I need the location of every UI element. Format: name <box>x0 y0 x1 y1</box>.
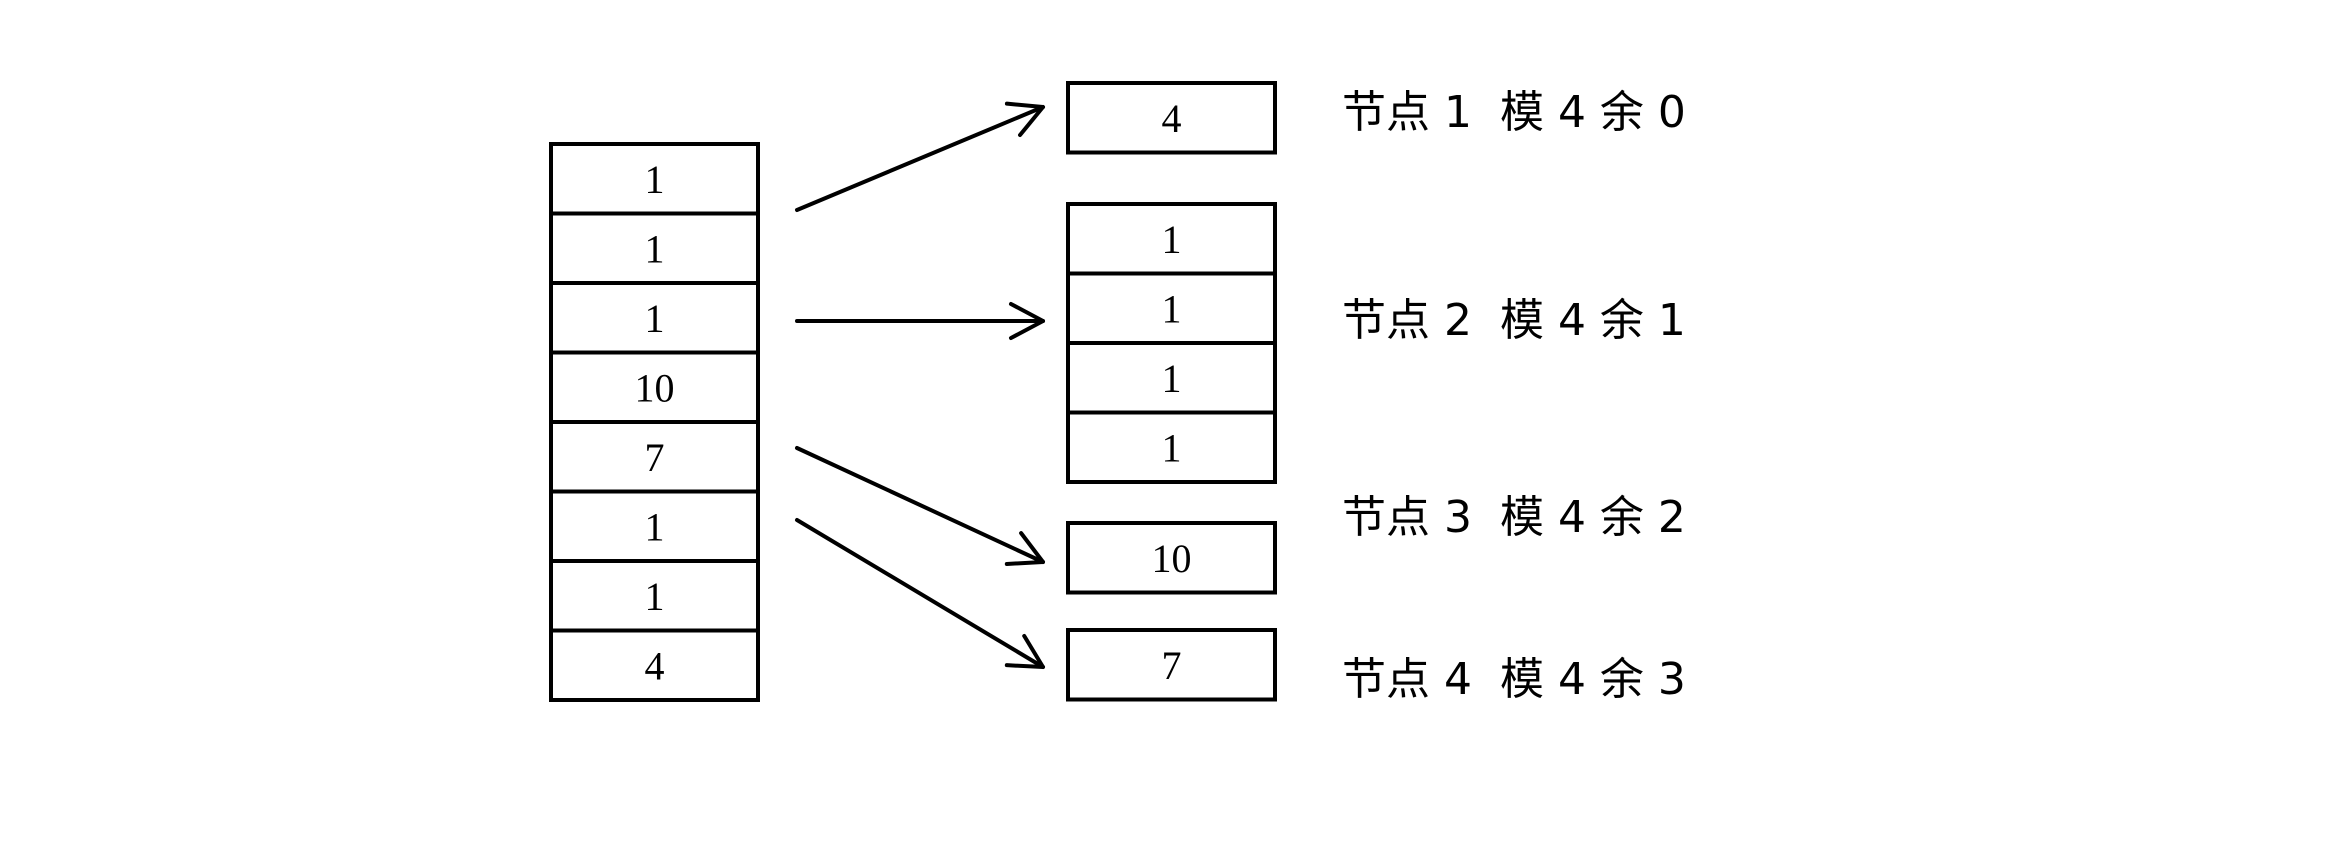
node-label-1: 节点 1 模 4 余 0 <box>1342 87 1686 138</box>
bucket-cell-value: 10 <box>1152 536 1192 581</box>
bucket-cell-box <box>1066 410 1277 484</box>
arrow-3 <box>795 446 1045 566</box>
input-cell-value: 1 <box>645 296 665 341</box>
bucket-2: 1 1 1 1 <box>1066 202 1277 484</box>
node-labels: 节点 1 模 4 余 0 节点 2 模 4 余 1 节点 3 模 4 余 2 节点 4… <box>1342 87 1686 705</box>
input-cell: 4 <box>549 628 760 702</box>
bucket-cell-value: 4 <box>1162 96 1182 141</box>
bucket-1: 4 <box>1066 81 1277 155</box>
input-cell-value: 1 <box>645 226 665 271</box>
bucket-cell-value: 7 <box>1162 643 1182 688</box>
bucket-cell-box <box>1066 81 1277 155</box>
bucket-cell-box <box>1066 628 1277 702</box>
input-cell-box <box>549 350 760 424</box>
arrow-1 <box>795 101 1045 212</box>
input-cell-value: 1 <box>645 574 665 619</box>
bucket-cell-box <box>1066 202 1277 276</box>
input-cell: 1 <box>549 281 760 355</box>
input-cell: 10 <box>549 350 760 424</box>
input-cell-value: 4 <box>645 643 665 688</box>
input-cell: 1 <box>549 142 760 216</box>
bucket-3: 10 <box>1066 521 1277 595</box>
arrow-shaft <box>795 105 1045 212</box>
bucket-column: 4 1 1 1 1 10 7 <box>1066 81 1277 702</box>
arrow-head <box>1004 101 1045 138</box>
bucket-cell-value: 1 <box>1162 356 1182 401</box>
node-label-3: 节点 3 模 4 余 2 <box>1342 492 1686 543</box>
arrow-4 <box>795 518 1045 669</box>
input-cell-value: 1 <box>645 157 665 202</box>
bucket-cell-box <box>1066 271 1277 345</box>
input-column: 1 1 1 10 7 1 1 4 <box>549 142 760 702</box>
bucket-cell-value: 1 <box>1162 217 1182 262</box>
input-cell: 1 <box>549 559 760 633</box>
arrow-head <box>1004 633 1045 669</box>
input-cell-value: 10 <box>635 365 675 410</box>
arrows <box>795 101 1045 669</box>
input-cell: 7 <box>549 420 760 494</box>
input-cell-box <box>549 628 760 702</box>
bucket-cell-box <box>1066 521 1277 595</box>
bucket-cell-value: 1 <box>1162 425 1182 470</box>
arrow-shaft <box>795 518 1045 669</box>
bucket-cell-box <box>1066 341 1277 415</box>
input-cell-value: 7 <box>645 435 665 480</box>
input-cell: 1 <box>549 489 760 563</box>
bucket-cell-value: 1 <box>1162 286 1182 331</box>
arrow-head <box>1009 302 1045 340</box>
node-label-4: 节点 4 模 4 余 3 <box>1342 654 1686 705</box>
input-cell-value: 1 <box>645 504 665 549</box>
input-cell-box <box>549 489 760 563</box>
input-cell: 1 <box>549 211 760 285</box>
arrow-shaft <box>795 446 1045 564</box>
arrow-2 <box>795 302 1045 340</box>
bucket-4: 7 <box>1066 628 1277 702</box>
node-label-2: 节点 2 模 4 余 1 <box>1342 295 1686 346</box>
arrow-head <box>1004 531 1045 566</box>
